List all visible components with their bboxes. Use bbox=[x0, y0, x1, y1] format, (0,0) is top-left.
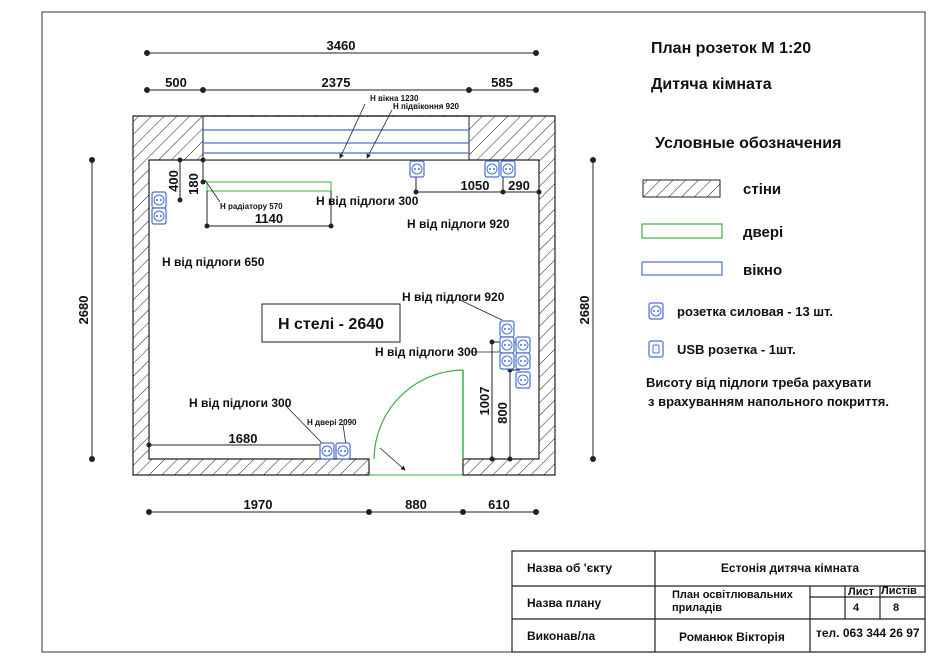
tb-sheet-value: 4 bbox=[853, 602, 860, 614]
power-socket-icon bbox=[648, 302, 664, 320]
dim-top-right: 585 bbox=[491, 75, 513, 90]
legend-remark-line1: Висоту від підлоги треба рахувати bbox=[646, 375, 871, 390]
power-socket-icon bbox=[515, 336, 531, 354]
power-socket-icon bbox=[151, 207, 167, 225]
power-socket-icon bbox=[409, 160, 425, 178]
tb-author-value: Романюк Вікторія bbox=[679, 630, 785, 644]
power-socket-icon bbox=[319, 442, 335, 460]
tb-author-label: Виконав/ла bbox=[527, 629, 595, 643]
legend-window-label: вікно bbox=[743, 262, 782, 279]
power-socket-icon bbox=[335, 442, 351, 460]
tb-sheet-label: Лист bbox=[848, 586, 875, 598]
plan-title: План розеток М 1:20 bbox=[651, 40, 811, 57]
power-socket-icon bbox=[499, 320, 515, 338]
ceiling-label: Н стелі - 2640 bbox=[278, 316, 384, 333]
note-floor-920-top: Н від підлоги 920 bbox=[407, 217, 510, 231]
legend: стіни двері вікно розетка силовая - 13 ш… bbox=[641, 179, 889, 409]
tb-plan-value-2: приладів bbox=[672, 602, 722, 614]
dim-400: 400 bbox=[166, 170, 181, 192]
title-block bbox=[511, 550, 926, 653]
dim-1680: 1680 bbox=[229, 431, 258, 446]
ceiling-box bbox=[261, 303, 401, 343]
room-title: Дитяча кімната bbox=[651, 76, 772, 93]
power-socket-icon bbox=[484, 160, 500, 178]
dim-left-height: 2680 bbox=[76, 296, 91, 325]
note-window-height: Н вікна 1230 bbox=[370, 94, 419, 103]
tb-object-label: Назва об 'єкту bbox=[527, 561, 612, 575]
leader-lines bbox=[204, 103, 503, 471]
note-sill-height: Н підвіконня 920 bbox=[393, 102, 460, 111]
legend-usb-socket-label: USB розетка - 1шт. bbox=[677, 342, 796, 357]
note-floor-300-top: Н від підлоги 300 bbox=[316, 194, 419, 208]
door bbox=[369, 369, 464, 476]
note-floor-650: Н від підлоги 650 bbox=[162, 255, 265, 269]
dim-right-height: 2680 bbox=[577, 296, 592, 325]
note-floor-300-right: Н від підлоги 300 bbox=[375, 345, 478, 359]
legend-title: Условные обозначения bbox=[655, 135, 841, 152]
usb-socket-icon bbox=[648, 340, 664, 358]
dim-top-total: 3460 bbox=[327, 38, 356, 53]
tb-plan-value-1: План освітлювальних bbox=[672, 589, 794, 601]
tb-sheets-value: 8 bbox=[893, 602, 899, 614]
note-door-height: Н двері 2090 bbox=[307, 418, 357, 427]
power-socket-icon bbox=[499, 352, 515, 370]
power-socket-icon bbox=[500, 160, 516, 178]
legend-power-socket-label: розетка силовая - 13 шт. bbox=[677, 304, 833, 319]
legend-remark-line2: з врахуванням напольного покриття. bbox=[648, 394, 889, 409]
dim-bottom-door: 880 bbox=[405, 497, 427, 512]
sheet-frame bbox=[41, 11, 926, 653]
dim-bottom-right: 610 bbox=[488, 497, 510, 512]
tb-plan-label: Назва плану bbox=[527, 596, 601, 610]
dim-1007: 1007 bbox=[477, 387, 492, 416]
dim-1050: 1050 bbox=[461, 178, 490, 193]
walls bbox=[132, 115, 556, 476]
dim-top-left: 500 bbox=[165, 75, 187, 90]
legend-doors-swatch bbox=[641, 223, 723, 239]
note-radiator-height: Н радіатору 570 bbox=[220, 202, 283, 211]
note-floor-920-right: Н від підлоги 920 bbox=[402, 290, 505, 304]
legend-doors-label: двері bbox=[743, 224, 783, 241]
dim-290: 290 bbox=[508, 178, 530, 193]
dim-bottom-left: 1970 bbox=[244, 497, 273, 512]
power-socket-icon bbox=[151, 191, 167, 209]
dim-180: 180 bbox=[186, 173, 201, 195]
dim-radiator-width: 1140 bbox=[255, 211, 283, 226]
power-socket-icon bbox=[515, 371, 531, 389]
legend-window-swatch bbox=[641, 261, 723, 276]
note-floor-300-bottom: Н від підлоги 300 bbox=[189, 396, 292, 410]
legend-walls-swatch bbox=[642, 179, 721, 198]
tb-phone: тел. 063 344 26 97 bbox=[816, 626, 920, 640]
radiator bbox=[206, 181, 332, 192]
dim-800: 800 bbox=[495, 402, 510, 424]
legend-walls-label: стіни bbox=[743, 181, 781, 198]
power-socket-icon bbox=[499, 336, 515, 354]
tb-sheets-label: Листів bbox=[881, 585, 917, 597]
power-socket-icon bbox=[515, 352, 531, 370]
dim-top-middle: 2375 bbox=[322, 75, 351, 90]
tb-object-value: Естонія дитяча кімната bbox=[721, 561, 860, 575]
